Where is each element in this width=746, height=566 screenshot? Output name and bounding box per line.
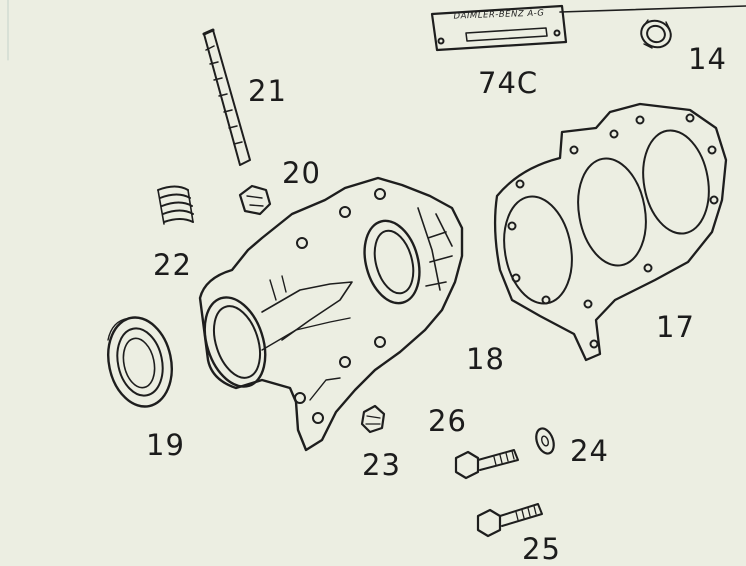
label-14: 14 [688,42,727,76]
part-24-washer [535,427,555,455]
label-21: 21 [248,74,287,108]
label-17: 17 [656,310,695,344]
label-19: 19 [146,428,185,462]
frame-line [559,5,746,13]
part-14-ring [640,19,672,49]
part-25-bolt [476,503,543,538]
part-74c-nameplate [430,4,568,52]
label-26: 26 [428,404,467,438]
label-18: 18 [466,342,505,376]
label-20: 20 [282,156,321,190]
label-25: 25 [522,532,561,566]
label-74c: 74C [478,66,539,100]
part-19-seal [107,316,173,408]
part-18-housing [198,176,464,452]
part-22-spring [157,185,194,225]
part-23-nut [360,404,386,434]
part-17-gasket [493,102,728,362]
part-20-nut [238,184,272,216]
label-24: 24 [570,434,609,468]
part-26-bolt [454,449,519,480]
part-21-shaft [202,28,251,166]
label-23: 23 [362,448,401,482]
label-22: 22 [153,248,192,282]
